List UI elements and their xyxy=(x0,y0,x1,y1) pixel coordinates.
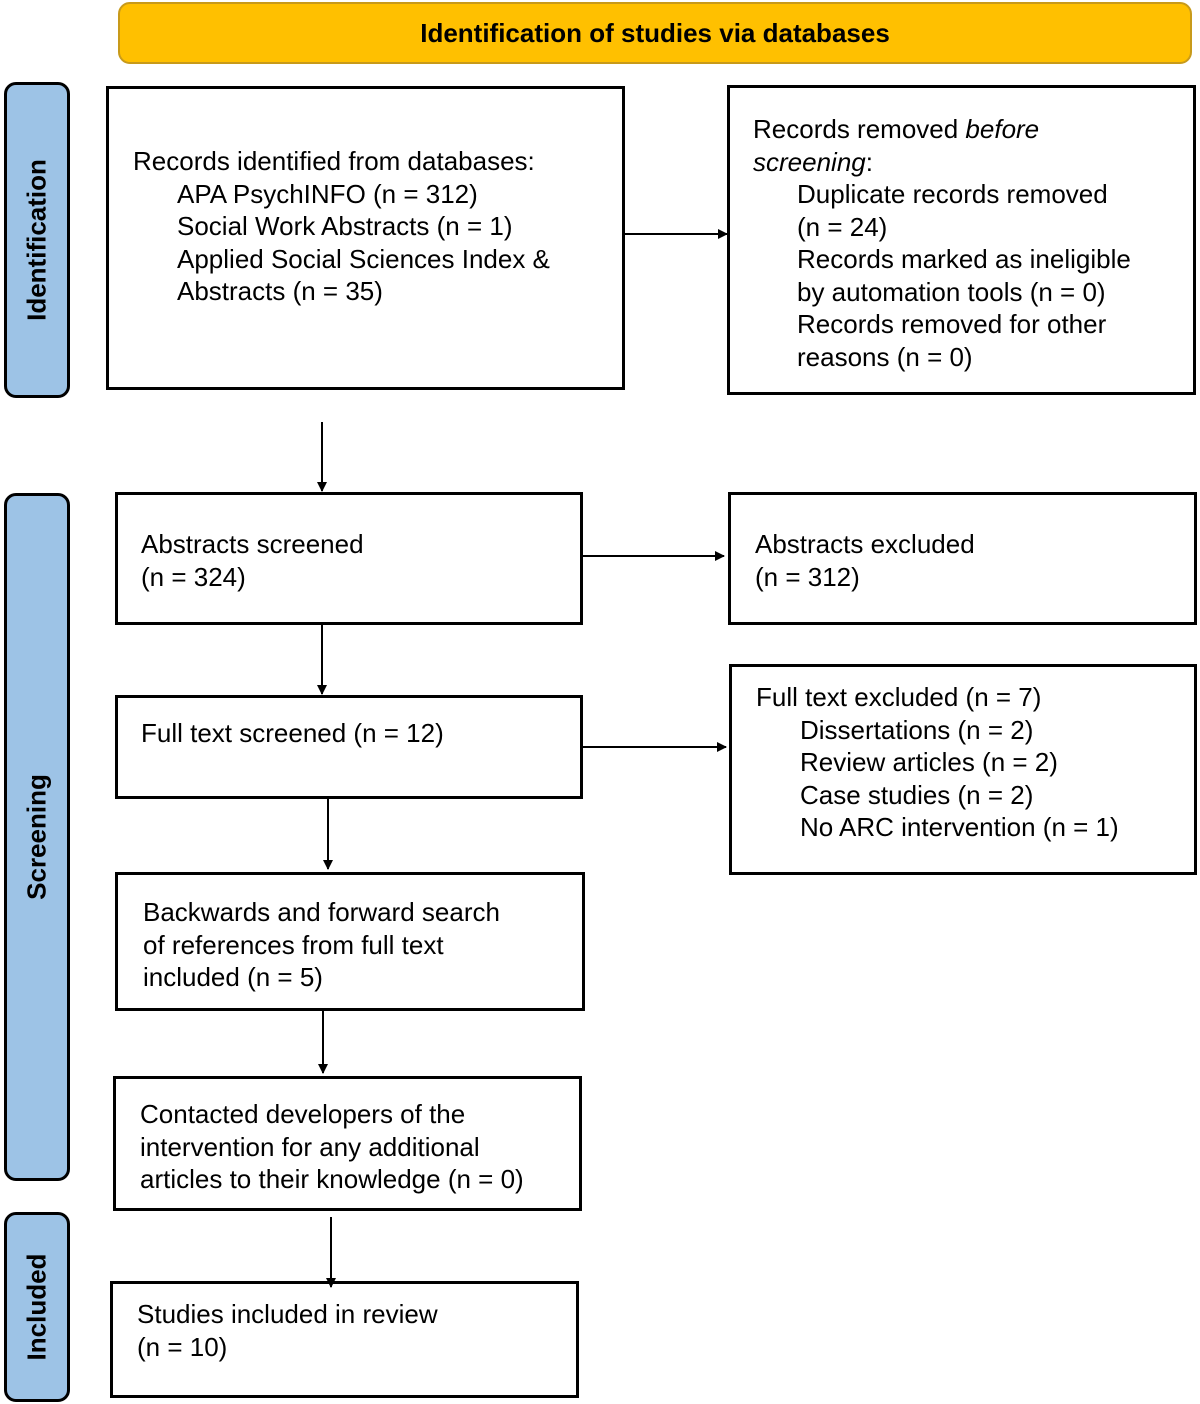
phase-included: Included xyxy=(4,1212,70,1402)
abstracts-excluded-count: (n = 312) xyxy=(755,561,860,592)
removed-item: by automation tools (n = 0) xyxy=(797,276,1106,307)
identification-banner: Identification of studies via databases xyxy=(118,2,1192,64)
excluded-item: Case studies (n = 2) xyxy=(800,779,1034,810)
records-removed-heading: Records removed before xyxy=(753,114,1040,144)
removed-item: (n = 24) xyxy=(797,211,888,242)
source-assia-1: Applied Social Sciences Index & xyxy=(177,243,550,274)
backwards-search-line: of references from full text xyxy=(143,929,444,960)
removed-item: reasons (n = 0) xyxy=(797,341,973,372)
abstracts-screened-label: Abstracts screened xyxy=(141,529,364,559)
abstracts-excluded-box: Abstracts excluded (n = 312) xyxy=(728,492,1197,625)
phase-screening: Screening xyxy=(4,493,70,1181)
phase-identification: Identification xyxy=(4,82,70,398)
records-identified-heading: Records identified from databases: xyxy=(133,146,535,176)
removed-item: Records marked as ineligible xyxy=(797,244,1131,274)
contacted-developers-box: Contacted developers of the intervention… xyxy=(113,1076,582,1211)
full-text-screened-box: Full text screened (n = 12) xyxy=(115,695,583,799)
excluded-item: No ARC intervention (n = 1) xyxy=(800,812,1119,842)
contacted-developers-line: articles to their knowledge (n = 0) xyxy=(140,1164,524,1194)
contacted-developers-line: intervention for any additional xyxy=(140,1131,480,1162)
studies-included-count: (n = 10) xyxy=(137,1331,228,1362)
banner-title: Identification of studies via databases xyxy=(420,17,890,48)
records-removed-box: Records removed before screening: Duplic… xyxy=(727,85,1196,395)
backwards-search-line: included (n = 5) xyxy=(143,962,323,992)
records-removed-heading-2: screening: xyxy=(753,146,873,177)
excluded-item: Dissertations (n = 2) xyxy=(800,714,1034,745)
backwards-search-box: Backwards and forward search of referenc… xyxy=(115,872,585,1011)
excluded-item: Review articles (n = 2) xyxy=(800,747,1058,777)
removed-item: Duplicate records removed xyxy=(797,179,1108,209)
studies-included-box: Studies included in review (n = 10) xyxy=(110,1281,579,1398)
source-apa: APA PsychINFO (n = 312) xyxy=(177,178,478,209)
contacted-developers-line: Contacted developers of the xyxy=(140,1099,466,1129)
full-text-excluded-heading: Full text excluded (n = 7) xyxy=(756,682,1042,712)
studies-included-label: Studies included in review xyxy=(137,1299,438,1329)
source-swa: Social Work Abstracts (n = 1) xyxy=(177,211,513,241)
source-assia-2: Abstracts (n = 35) xyxy=(177,276,383,306)
backwards-search-line: Backwards and forward search xyxy=(143,897,500,927)
full-text-screened-label: Full text screened (n = 12) xyxy=(141,718,444,748)
removed-item: Records removed for other xyxy=(797,309,1107,339)
abstracts-screened-box: Abstracts screened (n = 324) xyxy=(115,492,583,625)
abstracts-screened-count: (n = 324) xyxy=(141,561,246,592)
records-identified-box: Records identified from databases: APA P… xyxy=(106,86,625,390)
abstracts-excluded-label: Abstracts excluded xyxy=(755,529,975,559)
full-text-excluded-box: Full text excluded (n = 7) Dissertations… xyxy=(729,664,1197,875)
